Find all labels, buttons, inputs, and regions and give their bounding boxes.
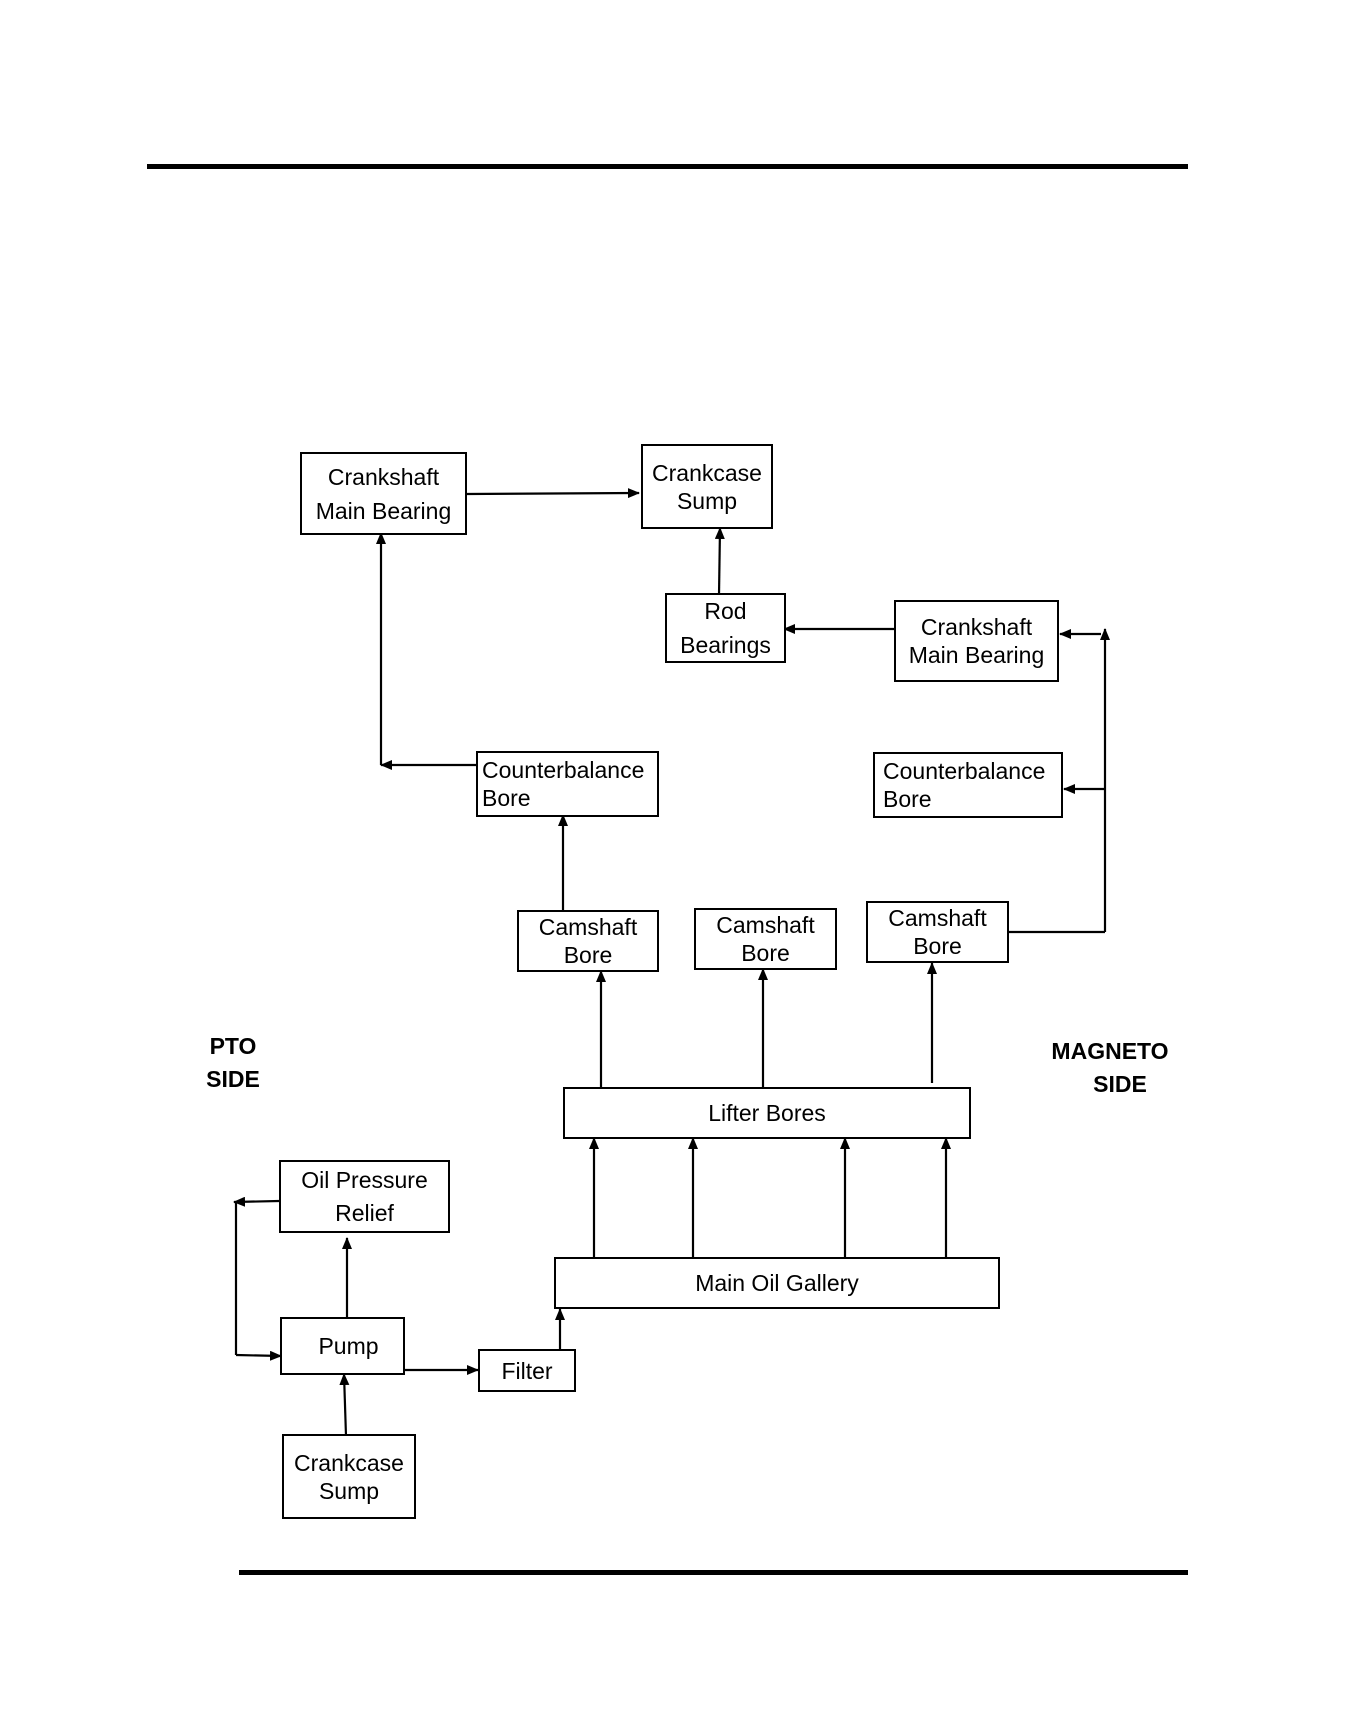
box-line: Sump	[647, 487, 767, 515]
arrow-main-bearing-to-sump	[467, 493, 639, 494]
crankcase-sump-top-box: Crankcase Sump	[641, 444, 773, 529]
main-oil-gallery-box: Main Oil Gallery	[554, 1257, 1000, 1309]
pto-label-line-2: SIDE	[188, 1063, 278, 1096]
camshaft-bore-2-box: Camshaft Bore	[694, 908, 837, 970]
box-line: Bore	[879, 785, 1057, 813]
box-line: Crankcase	[288, 1449, 410, 1477]
box-line: Sump	[288, 1477, 410, 1505]
box-line: Bore	[482, 784, 653, 812]
box-line: Counterbalance	[482, 756, 653, 784]
box-line: Camshaft	[523, 913, 653, 941]
camshaft-bore-1-box: Camshaft Bore	[517, 910, 659, 972]
box-line: Main Bearing	[306, 497, 461, 525]
box-line: Camshaft	[872, 904, 1003, 932]
counterbalance-bore-pto-box: Counterbalance Bore	[476, 751, 659, 817]
box-line: Filter	[484, 1357, 570, 1385]
lifter-bores-box: Lifter Bores	[563, 1087, 971, 1139]
box-line: Crankshaft	[900, 613, 1053, 641]
box-line: Relief	[285, 1199, 444, 1227]
rod-bearings-box: Rod Bearings	[665, 593, 786, 663]
crankshaft-main-bearing-pto-box: Crankshaft Main Bearing	[300, 452, 467, 535]
arrow-rod-to-sump	[719, 528, 720, 595]
magneto-label-line-1: MAGNETO	[1035, 1035, 1185, 1068]
crankshaft-main-bearing-mag-box: Crankshaft Main Bearing	[894, 600, 1059, 682]
box-line: Main Bearing	[900, 641, 1053, 669]
box-line: Counterbalance	[879, 757, 1057, 785]
oil-pressure-relief-box: Oil Pressure Relief	[279, 1160, 450, 1233]
box-line: Oil Pressure	[285, 1166, 444, 1199]
box-line: Lifter Bores	[569, 1099, 965, 1127]
box-line: Bearings	[671, 631, 780, 659]
magneto-label-line-2: SIDE	[1035, 1068, 1185, 1101]
pump-box: Pump	[280, 1317, 405, 1375]
crankcase-sump-bottom-box: Crankcase Sump	[282, 1434, 416, 1519]
filter-box: Filter	[478, 1349, 576, 1392]
box-line: Main Oil Gallery	[560, 1269, 994, 1297]
box-line: Rod	[671, 597, 780, 631]
camshaft-bore-3-box: Camshaft Bore	[866, 901, 1009, 963]
box-line: Bore	[700, 939, 831, 967]
magneto-side-label: MAGNETO SIDE	[1035, 1035, 1185, 1101]
arrow-loop-to-pump	[236, 1355, 281, 1356]
box-line: Crankcase	[647, 459, 767, 487]
arrow-relief-to-loop	[234, 1201, 279, 1202]
pto-label-line-1: PTO	[188, 1030, 278, 1063]
box-line: Crankshaft	[306, 463, 461, 497]
box-line: Bore	[872, 932, 1003, 960]
pto-side-label: PTO SIDE	[188, 1030, 278, 1096]
box-line: Pump	[286, 1332, 399, 1360]
counterbalance-bore-mag-box: Counterbalance Bore	[873, 752, 1063, 818]
box-line: Camshaft	[700, 911, 831, 939]
arrow-sump-to-pump	[344, 1374, 346, 1436]
box-line: Bore	[523, 941, 653, 969]
